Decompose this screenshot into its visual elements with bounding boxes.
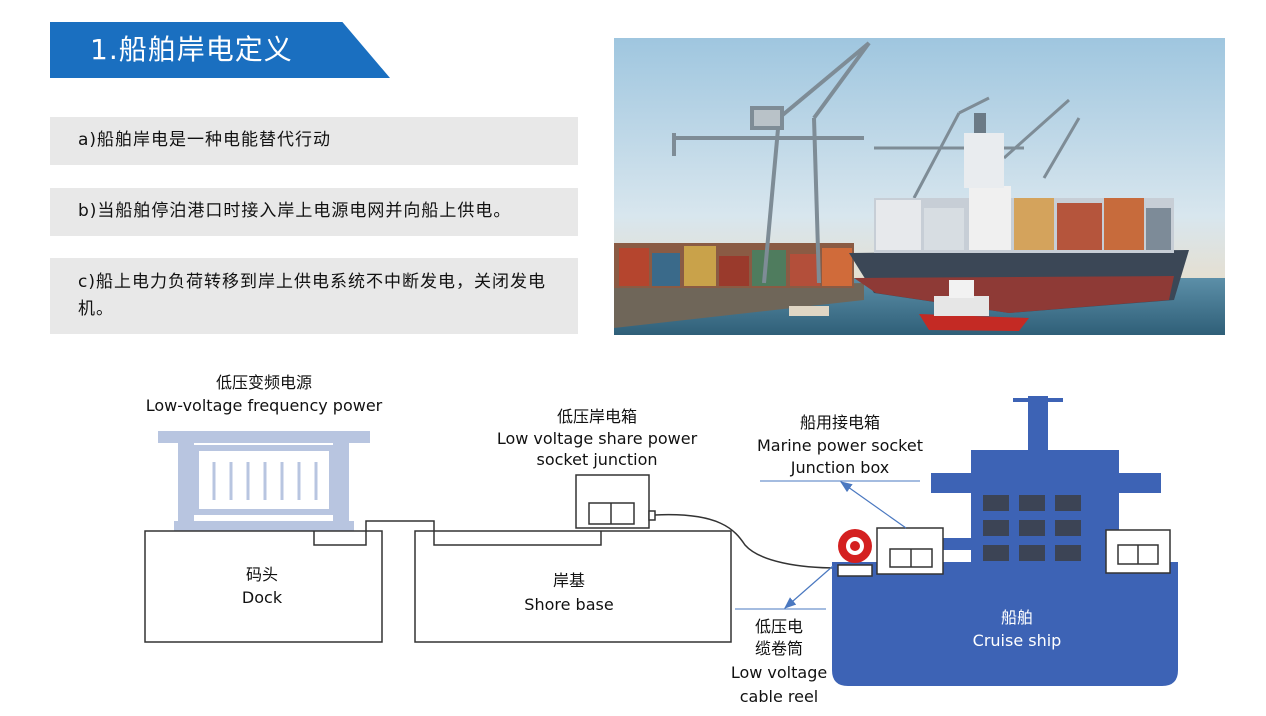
power-source-frame (158, 431, 370, 531)
marine-box-label-en2: Junction box (790, 458, 889, 477)
power-source-label-cn: 低压变频电源 (216, 373, 312, 392)
quay-containers (619, 246, 852, 286)
definition-point-a: a)船舶岸电是一种电能替代行动 (50, 117, 578, 165)
shore-cable (654, 513, 839, 569)
ship-label-en: Cruise ship (973, 631, 1062, 650)
shore-box-label-cn: 低压岸电箱 (557, 407, 637, 426)
power-source-label-en: Low-voltage frequency power (146, 396, 383, 415)
port-container-ship-photo (614, 38, 1225, 335)
tugboat (919, 280, 1029, 331)
reel-label-cn2: 缆卷筒 (755, 639, 803, 658)
reel-label-cn1: 低压电 (755, 617, 803, 636)
shore-power-diagram: 低压变频电源 Low-voltage frequency power 低压岸电箱… (144, 373, 1178, 706)
marine-box-label-cn: 船用接电箱 (800, 413, 880, 432)
reel-label-en2: cable reel (740, 687, 819, 706)
cable-reel (837, 529, 873, 577)
shore-base-label-cn: 岸基 (553, 571, 585, 590)
dock-label-en: Dock (242, 588, 283, 607)
shore-box-label-en2: socket junction (537, 450, 658, 469)
shore-base-block (414, 530, 732, 643)
section-title: 1.船舶岸电定义 (50, 22, 390, 78)
marine-power-box (876, 527, 944, 575)
shore-power-box (575, 474, 656, 529)
gantry-crane-left (672, 41, 871, 284)
cable-trench (313, 520, 602, 546)
ship-label-cn: 船舶 (1001, 608, 1033, 627)
shore-box-label-en1: Low voltage share power (497, 429, 698, 448)
reel-label-en1: Low voltage (731, 663, 827, 682)
dock-label-cn: 码头 (246, 565, 278, 584)
definition-point-b: b)当船舶停泊港口时接入岸上电源电网并向船上供电。 (50, 188, 578, 236)
marine-box-label-en1: Marine power socket (757, 436, 923, 455)
definition-point-c: c)船上电力负荷转移到岸上供电系统不中断发电，关闭发电机。 (50, 258, 578, 334)
dock-block (144, 530, 383, 643)
marine-box-pointer (840, 481, 907, 529)
cruise-ship (832, 396, 1178, 686)
shore-base-label-en: Shore base (524, 595, 613, 614)
reel-pointer (784, 565, 834, 609)
